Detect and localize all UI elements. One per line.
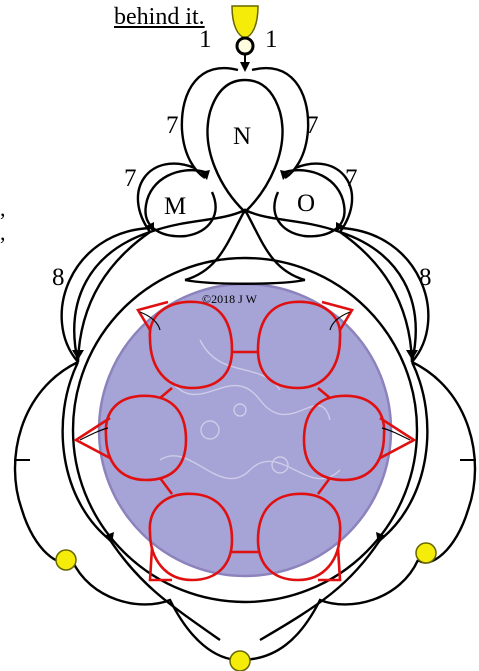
outer-chain-bottom-left <box>70 559 241 662</box>
red-ring-right <box>302 394 386 482</box>
arrow-right <box>406 350 418 360</box>
region-o-label: O <box>297 190 316 217</box>
picot-threads <box>79 311 411 441</box>
arrow-o <box>336 222 344 232</box>
arrow-lower-left <box>104 532 114 544</box>
outer-chain-left-upper-2 <box>60 226 151 363</box>
arrow-n-left <box>200 170 210 180</box>
count-o: 7 <box>345 165 358 192</box>
left-fragment-1: , <box>0 196 6 221</box>
outer-chain-bottom-mid-left <box>109 539 221 641</box>
outer-chain-bottom-mid-right <box>259 539 381 642</box>
count-side-right: 8 <box>419 264 432 291</box>
count-n-left: 7 <box>166 112 179 139</box>
outer-chain-left-lower <box>13 360 79 564</box>
red-rings <box>73 300 417 582</box>
shuttle-loop <box>235 36 255 56</box>
red-ring-bottom-right <box>256 492 342 582</box>
chain-n-right-outer <box>251 67 310 179</box>
count-m: 7 <box>124 165 137 192</box>
bead-left <box>55 549 77 571</box>
top-shuttle <box>231 5 259 64</box>
bead-right <box>415 542 437 564</box>
chain-m-outer <box>136 162 196 233</box>
region-m-label: M <box>164 193 187 220</box>
outer-chain-right-upper <box>339 230 417 363</box>
chain-n-left-outer <box>180 67 239 179</box>
left-fragment-2: , <box>0 220 6 245</box>
outer-chain-left-upper <box>73 230 151 363</box>
count-n-right: 7 <box>306 112 319 139</box>
outer-chain-side-right <box>339 231 414 363</box>
count-side-left: 8 <box>52 264 65 291</box>
red-ring-bottom-left <box>148 492 234 582</box>
shuttle-body <box>231 5 259 39</box>
chain-cross-right <box>184 208 341 282</box>
caption-text: behind it. <box>114 4 205 30</box>
outer-chains <box>13 226 477 662</box>
arrow-n-right <box>280 170 290 180</box>
ring-n <box>206 78 284 214</box>
outer-chain-right-upper-2 <box>339 226 430 363</box>
red-ring-top-right <box>256 300 342 390</box>
center-disc <box>97 282 393 578</box>
chain-bottom-of-top <box>184 278 306 285</box>
arrow-m <box>146 222 154 232</box>
outer-chain-left-lower-2 <box>61 361 111 541</box>
bead-bottom <box>229 650 251 671</box>
arrow-left <box>72 350 84 360</box>
outer-chain-right-lower-2 <box>379 361 429 541</box>
outer-chain-side-left <box>76 231 151 363</box>
red-ring-top-left <box>148 300 234 390</box>
top-chains <box>136 67 354 285</box>
copyright-text: ©2018 J W <box>202 292 257 306</box>
chain-o-outer <box>294 162 354 233</box>
arrow-top <box>240 62 250 72</box>
outer-ring <box>71 256 419 604</box>
region-n-label: N <box>233 123 252 150</box>
beads <box>55 542 437 671</box>
count-top-left: 1 <box>199 26 212 53</box>
red-ring-left <box>104 394 188 482</box>
outer-chain-right-lower <box>411 360 477 564</box>
outer-chain-bottom-right <box>239 559 420 662</box>
count-top-right: 1 <box>265 26 278 53</box>
arrow-heads <box>72 62 418 662</box>
arrow-lower-right <box>376 532 386 544</box>
